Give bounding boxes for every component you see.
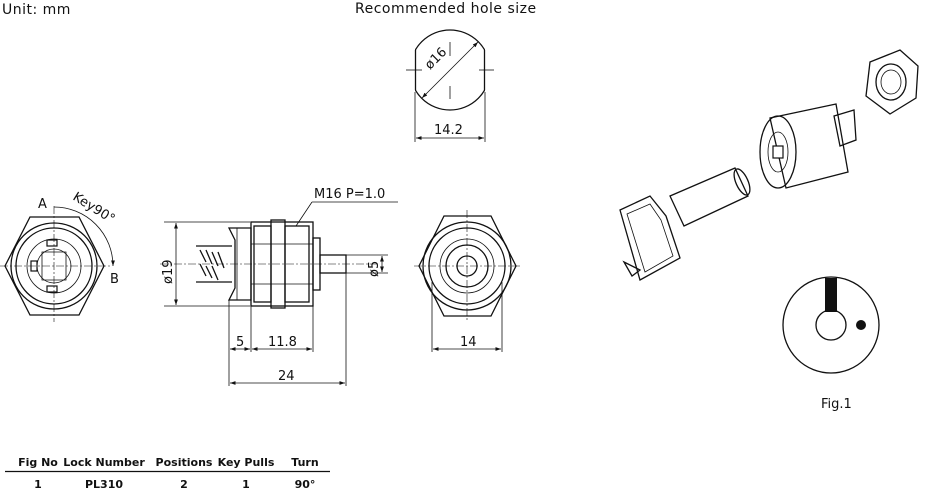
position-diagram: Fig.1: [782, 276, 880, 412]
dim-11-8-label: 11.8: [268, 335, 297, 350]
table-header: Turn: [291, 456, 318, 469]
shaft-diameter-label: ø5: [367, 261, 382, 277]
side-view: M16 P=1.0 ø19 ø5 5 11.8 24: [160, 187, 398, 386]
outer-diameter-label: ø19: [161, 260, 176, 285]
front-label-a: A: [38, 197, 47, 212]
table-header: Fig No: [18, 456, 58, 469]
figure-label: Fig.1: [821, 397, 852, 412]
table-cell: 90°: [295, 478, 316, 491]
table-header: Key Pulls: [218, 456, 275, 469]
hole-width-label: 14.2: [434, 123, 463, 138]
table-cell: 1: [34, 478, 42, 491]
unit-label: Unit: mm: [2, 2, 71, 18]
hole-view: ø16 14.2: [406, 29, 494, 142]
table-cell: 2: [180, 478, 188, 491]
dim-5-label: 5: [236, 335, 244, 350]
dim-24-label: 24: [278, 369, 295, 384]
front-view: A B Key90°: [0, 190, 119, 322]
hole-title: Recommended hole size: [355, 1, 537, 17]
table-cell: 1: [242, 478, 250, 491]
thread-label: M16 P=1.0: [314, 187, 385, 202]
table-header: Lock Number: [63, 456, 145, 469]
rear-view: 14: [414, 210, 520, 352]
key-angle-label: Key90°: [70, 190, 117, 227]
rear-width-label: 14: [460, 335, 477, 350]
hole-diameter-label: ø16: [422, 45, 450, 73]
table-cell: PL310: [85, 478, 123, 491]
table-header: Positions: [156, 456, 213, 469]
front-label-b: B: [110, 272, 119, 287]
exploded-illustration: [619, 49, 919, 281]
